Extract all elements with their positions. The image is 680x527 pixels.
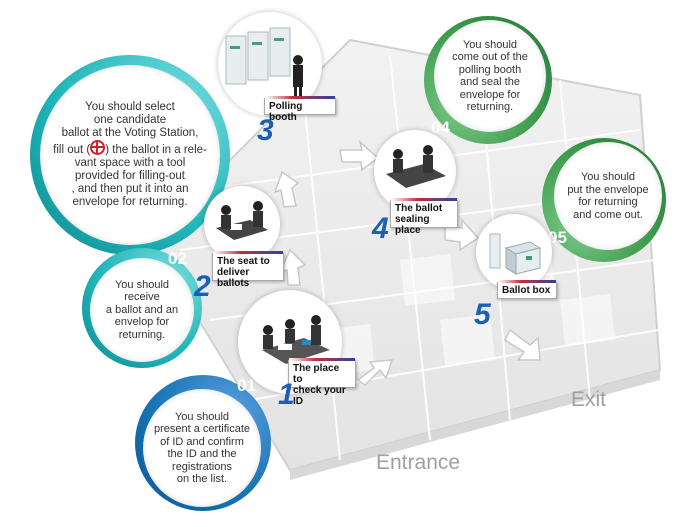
- step-01-text-line: of ID and confirm: [160, 435, 244, 448]
- step-03-text-line: fill out () the ballot in a rele-: [53, 140, 207, 157]
- sealing-desk-icon: [386, 145, 446, 188]
- step-01-text-line: the ID and the: [167, 448, 237, 460]
- polling-booth-icon: [225, 27, 303, 97]
- step-02-text-line: You should: [114, 278, 170, 291]
- step-03-text-line: envelope for returning.: [72, 196, 188, 208]
- step-01-text-line: present a certificate: [154, 423, 250, 435]
- step-03-text-line: , and then put it into an: [71, 183, 189, 195]
- step-03-text-line: provided for filling-out: [75, 170, 185, 182]
- step-2-marker: 2: [194, 270, 211, 303]
- step-01-text-line: on the list.: [176, 473, 228, 485]
- id-check-tag: The place to check your ID: [288, 358, 356, 407]
- step-03-text-line: one candidate: [93, 114, 167, 126]
- step-04-text-line: and seal the: [460, 76, 520, 88]
- step-05-text-line: for returning: [578, 196, 638, 208]
- ballot-box-image: [476, 214, 552, 290]
- step-01-number: 01: [237, 376, 256, 395]
- step-05-text-line: put the envelope: [567, 183, 649, 196]
- ballot-box-tag: Ballot box: [497, 280, 557, 299]
- step-04-text-line: envelope for: [459, 88, 521, 101]
- step-3-marker: 3: [257, 114, 274, 147]
- entrance-label: Entrance: [376, 451, 461, 474]
- step-03-bubble: You should select one candidate ballot a…: [30, 55, 230, 255]
- ballot-desk-icon: [216, 201, 268, 240]
- arrow-entrance: [356, 359, 394, 386]
- step-01-bubble: You should present a certificate of ID a…: [135, 375, 271, 511]
- step-02-number: 02: [168, 249, 187, 268]
- step-03-text-line: You should select: [85, 101, 175, 113]
- step-03-number: 03: [186, 56, 205, 75]
- step-03-text-line: ballot at the Voting Station,: [61, 127, 199, 139]
- step-01-text-line: registrations: [172, 460, 232, 473]
- exit-label: Exit: [571, 388, 607, 411]
- step-4-marker: 4: [372, 212, 389, 245]
- arrow-2-to-3: [273, 170, 300, 208]
- arrow-5-exit: [504, 328, 541, 361]
- step-05-number: 05: [548, 228, 567, 247]
- polling-booth-tag: Polling booth: [264, 96, 336, 123]
- step-05-text-line: You should: [580, 171, 636, 183]
- step-1-marker: 1: [278, 378, 295, 411]
- step-02-text-line: a ballot and an: [105, 303, 179, 316]
- ballot-delivery-tag: The seat to deliver ballots: [212, 251, 284, 289]
- step-05-text-line: and come out.: [573, 208, 643, 221]
- step-04-bubble: You should come out of the polling booth…: [424, 16, 552, 144]
- ballot-box-icon: [489, 233, 542, 275]
- step-02-text-line: receive: [124, 291, 160, 304]
- arrow-3-to-4: [339, 139, 380, 172]
- step-05-bubble: You should put the envelope for returnin…: [542, 138, 666, 262]
- id-check-icon: [262, 315, 330, 364]
- step-04-text-line: polling booth: [458, 63, 522, 76]
- ballot-sealing-tag: The ballot sealing place: [390, 198, 458, 236]
- step-04-text-line: You should: [462, 38, 518, 51]
- ballot-delivery-image: [204, 186, 280, 262]
- step-02-bubble: You should receive a ballot and an envel…: [82, 248, 202, 368]
- step-04-text-line: come out of the: [452, 51, 528, 63]
- step-04-number: 04: [431, 118, 450, 137]
- step-04-text-line: returning.: [466, 101, 514, 113]
- step-01-text-line: You should: [174, 410, 230, 423]
- step-02-text-line: envelop for: [114, 316, 170, 329]
- stamp-icon: [90, 140, 106, 155]
- step-03-text-line: vant space with a tool: [74, 157, 186, 169]
- step-02-text-line: returning.: [118, 328, 166, 341]
- step-5-marker: 5: [474, 298, 491, 331]
